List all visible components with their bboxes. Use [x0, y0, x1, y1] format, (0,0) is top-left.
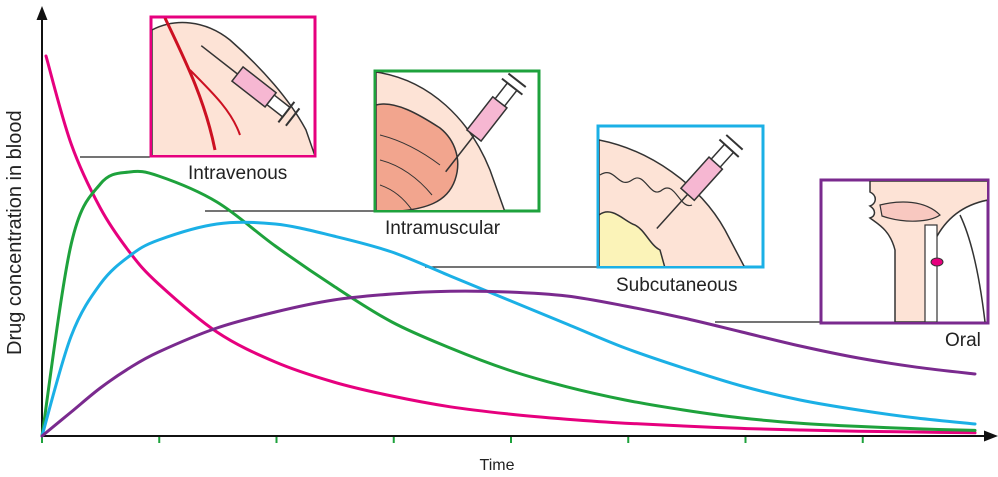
- subcutaneous-label: Subcutaneous: [616, 275, 738, 296]
- y-axis-arrow: [37, 6, 48, 20]
- intramuscular-label: Intramuscular: [385, 218, 501, 239]
- y-axis-title: Drug concentration in blood: [4, 110, 26, 355]
- pill-icon: [931, 258, 943, 266]
- x-ticks: [42, 437, 863, 443]
- subcutaneous-panel: [598, 126, 763, 268]
- intravenous-panel: [151, 17, 315, 156]
- oral-label: Oral: [945, 330, 981, 351]
- oral-panel: [821, 180, 988, 323]
- x-axis-title: Time: [480, 457, 515, 472]
- intravenous-label: Intravenous: [188, 163, 287, 184]
- esophagus-shape: [925, 225, 937, 322]
- intramuscular-panel: [375, 71, 539, 212]
- x-axis-arrow: [984, 431, 998, 442]
